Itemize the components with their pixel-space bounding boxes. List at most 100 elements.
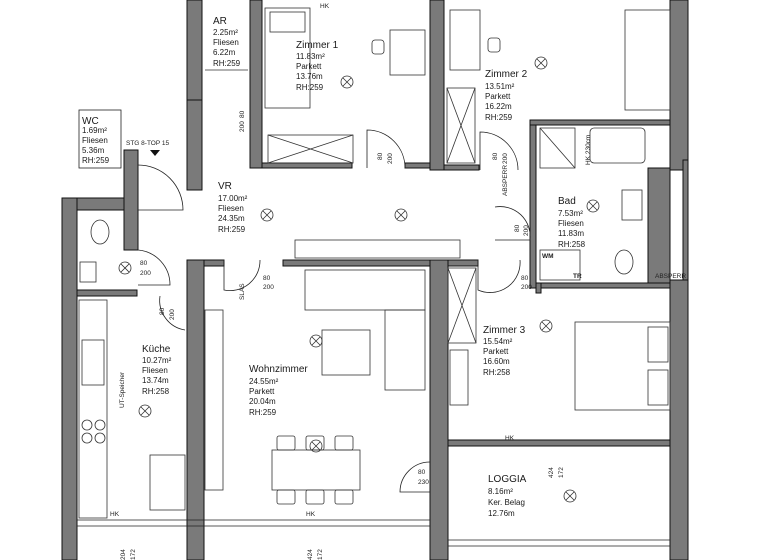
- sofa: [304, 269, 426, 311]
- room-perimeter: 11.83m: [558, 229, 584, 238]
- room-label-ar: AR 2.25m² Fliesen 6.22m RH:259: [213, 16, 241, 68]
- hk-label: HK: [306, 511, 316, 518]
- door-width: 80: [159, 307, 166, 315]
- room-perimeter: 5.36m: [82, 146, 105, 155]
- room-name: Zimmer 2: [485, 69, 528, 80]
- wall-ar-vr: [186, 99, 203, 191]
- door-width: 80: [492, 152, 499, 160]
- wc-toilet: [90, 219, 110, 245]
- wall-living-top-l: [203, 259, 225, 267]
- wall-living-right: [429, 259, 449, 560]
- door-bad: [494, 206, 531, 241]
- entrance-arrow-icon: [150, 150, 160, 156]
- light-zimmer1: [340, 75, 354, 89]
- tr-label: TR: [573, 273, 582, 280]
- wall-zimmer1-right: [429, 0, 445, 171]
- room-area: 1.69m²: [82, 126, 107, 135]
- room-height: RH:259: [218, 225, 246, 234]
- door-zimmer2: [479, 131, 519, 171]
- room-perimeter: 16.22m: [485, 102, 512, 111]
- window-width: 204: [120, 549, 127, 560]
- room-area: 10.27m²: [142, 356, 172, 365]
- room-perimeter: 24.35m: [218, 214, 245, 223]
- room-name: Zimmer 1: [296, 40, 339, 51]
- door-zimmer1: [366, 129, 406, 169]
- light-zimmer2: [534, 56, 548, 70]
- washer-dryer: [539, 249, 581, 281]
- hall-wardrobe: [294, 239, 461, 259]
- wall-east-top: [669, 0, 689, 171]
- window-width: 424: [548, 467, 555, 478]
- wall-zimmer3-top-r: [535, 282, 542, 294]
- door-width: 80: [239, 110, 246, 118]
- light-vr-2: [394, 208, 408, 222]
- wall-living-top: [282, 259, 434, 267]
- door-living: [223, 259, 261, 291]
- wall-zimmer2-bottom: [443, 164, 480, 171]
- room-height: RH:259: [213, 59, 241, 68]
- room-area: 8.16m²: [488, 487, 513, 496]
- bed-zimmer3: [574, 321, 671, 411]
- door-kitchen: [159, 295, 186, 331]
- light-dining: [309, 439, 323, 453]
- wardrobe-zimmer3: [447, 267, 477, 344]
- wall-bad-shaft: [647, 167, 671, 284]
- room-floor: Parkett: [296, 62, 322, 71]
- door-height: 200: [239, 121, 246, 132]
- window-width: 424: [307, 549, 314, 560]
- ut-speicher-label: UT-Speicher: [119, 371, 126, 408]
- wardrobe-zimmer1: [267, 134, 354, 164]
- door-width: 80: [521, 275, 529, 282]
- door-width: 80: [263, 275, 271, 282]
- room-name: VR: [218, 181, 232, 192]
- slas-label: SLAS: [239, 283, 246, 300]
- wall-zimmer1-bottom: [261, 162, 353, 169]
- door-height: 200: [387, 153, 394, 164]
- ceiling-lights: [118, 56, 600, 503]
- desk-zimmer2: [449, 9, 481, 71]
- room-floor: Parkett: [249, 387, 275, 396]
- wall-zimmer1-left: [249, 0, 263, 169]
- walls: [61, 0, 689, 560]
- door-height: 200: [502, 153, 509, 164]
- room-floor: Parkett: [483, 347, 509, 356]
- room-name: LOGGIA: [488, 474, 527, 485]
- light-wc: [118, 261, 132, 275]
- wall-zimmer1-bottom-2: [404, 162, 431, 169]
- furniture: [78, 7, 671, 519]
- room-label-kueche: Küche 10.27m² Fliesen 13.74m RH:258: [142, 344, 172, 396]
- hk-label: HK: [505, 435, 515, 442]
- room-name: WC: [82, 116, 99, 127]
- room-perimeter: 16.60m: [483, 357, 510, 366]
- wall-east-bottom: [669, 279, 689, 560]
- room-name: Küche: [142, 344, 171, 355]
- wm-label: WM: [542, 253, 554, 260]
- room-height: RH:259: [296, 83, 324, 92]
- room-perimeter: 13.74m: [142, 376, 169, 385]
- wall-bad-bottom: [535, 282, 671, 289]
- room-label-zimmer3: Zimmer 3 15.54m² Parkett 16.60m RH:258: [483, 325, 526, 377]
- bath-toilet: [614, 249, 634, 275]
- abspern-label: ABSPERR: [502, 165, 509, 196]
- room-floor: Fliesen: [213, 38, 239, 47]
- room-label-zimmer2: Zimmer 2 13.51m² Parkett 16.22m RH:259: [485, 69, 528, 122]
- wall-loggia-top: [447, 439, 671, 447]
- light-living: [309, 334, 323, 348]
- room-perimeter: 12.76m: [488, 509, 515, 518]
- doors: [137, 129, 531, 493]
- hk-label: HK: [110, 511, 120, 518]
- bed-zimmer2: [624, 9, 671, 111]
- wall-zimmer3-top-l: [447, 259, 479, 267]
- kitchen-table: [149, 454, 186, 511]
- window-height: 172: [317, 549, 324, 560]
- wc-sink: [79, 261, 97, 283]
- window-height: 172: [130, 549, 137, 560]
- wall-bad-left: [529, 119, 537, 289]
- hk-bath-label: HK 230cm: [585, 135, 592, 165]
- room-label-wc: WC 1.69m² Fliesen 5.36m RH:259: [82, 116, 110, 165]
- hk-label: HK: [320, 3, 330, 10]
- kitchen-sink: [81, 339, 105, 386]
- abspern-label: ABSPERR: [655, 273, 686, 280]
- door-width: 80: [418, 469, 426, 476]
- room-floor: Fliesen: [558, 219, 584, 228]
